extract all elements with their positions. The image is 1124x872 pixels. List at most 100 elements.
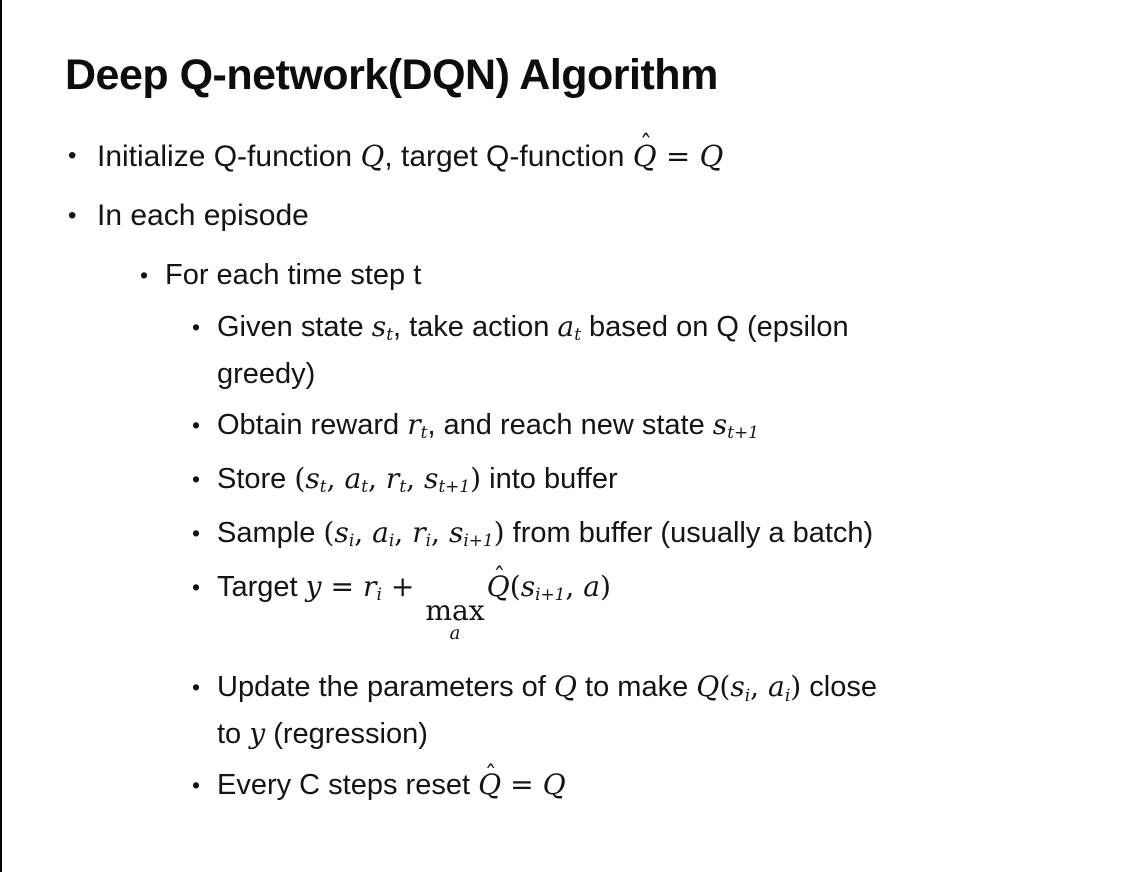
bullet-text: , and reach new state — [427, 408, 713, 441]
math-subscript: i — [348, 530, 355, 551]
math-subscript: t+1 — [438, 476, 471, 497]
math-token: ( — [719, 670, 731, 704]
math-token: = — [656, 138, 700, 173]
bullet-item: •Obtain reward rt, and reach new state s… — [2, 403, 1124, 450]
bullet-marker: • — [192, 465, 201, 492]
math-token: ) — [470, 461, 482, 495]
bullet-text: , take action — [392, 310, 558, 343]
max-under-variable: a — [449, 623, 461, 645]
math-token: si — [730, 670, 751, 705]
bullet-text: into buffer — [481, 462, 618, 495]
math-subscript: t — [386, 324, 393, 345]
math-token: , — [394, 515, 413, 549]
math-token: si+1 — [520, 569, 566, 605]
bullet-marker: • — [192, 519, 201, 546]
math-token: ai — [372, 515, 395, 551]
math-token: st+1 — [712, 407, 759, 443]
bullet-text: Given state — [217, 310, 372, 343]
math-token: + — [381, 569, 424, 603]
math-token: Q — [542, 768, 566, 802]
bullet-text: to — [217, 718, 250, 751]
bullet-text: Update the parameters of — [217, 671, 554, 704]
bullet-marker: • — [192, 573, 201, 600]
bullet-text: Sample — [217, 516, 324, 549]
math-token: at — [557, 309, 581, 345]
bullet-text: Store — [217, 462, 295, 495]
math-token: , — [326, 461, 345, 495]
math-token: , — [406, 461, 425, 495]
math-token: , — [750, 670, 769, 704]
bullet-text: greedy) — [217, 357, 316, 390]
math-subscript: i — [425, 530, 432, 551]
bullet-item: •In each episode — [2, 195, 1124, 237]
math-token: Q — [699, 138, 724, 173]
bullet-text: Target — [217, 570, 306, 603]
math-token: rt — [385, 461, 407, 497]
math-token: si+1 — [448, 515, 494, 551]
bullet-text: from buffer (usually a batch) — [504, 516, 874, 549]
bullet-text: Every C steps reset — [217, 769, 479, 802]
math-token: ) — [493, 515, 505, 549]
bullet-text: For each time step t — [165, 258, 422, 291]
math-token: ) — [790, 670, 802, 704]
math-token: ri — [363, 569, 382, 605]
bullet-text: based on Q (epsilon — [580, 310, 849, 343]
math-token: ( — [323, 515, 335, 549]
math-token: y — [305, 569, 322, 603]
bullet-text: (regression) — [265, 718, 428, 751]
math-subscript: t — [574, 324, 581, 345]
bullet-item: •Initialize Q-function Q, target Q-funct… — [2, 130, 1124, 178]
math-subscript: i — [388, 530, 395, 551]
hat-accent: ˆ — [639, 130, 653, 160]
bullet-text: , target Q-function — [384, 139, 633, 173]
math-token: , — [368, 461, 386, 495]
bullet-marker: • — [192, 772, 201, 799]
math-token: a — [583, 569, 601, 603]
math-token: , — [565, 569, 584, 603]
bullet-item: •Given state st, take action at based on… — [2, 305, 1124, 396]
math-subscript: i — [744, 684, 751, 705]
bullet-text: close — [801, 671, 877, 704]
math-token: y — [249, 717, 266, 751]
math-token: , — [431, 515, 449, 549]
bullet-marker: • — [192, 313, 201, 340]
math-token: st — [305, 461, 327, 497]
math-token: ai — [768, 670, 791, 705]
math-token: at — [344, 461, 369, 497]
math-token: Q — [553, 670, 577, 704]
bullet-marker: • — [68, 141, 77, 169]
bullet-marker: • — [192, 411, 201, 438]
bullet-item: •For each time step t — [2, 254, 1124, 296]
math-subscript: i — [376, 584, 382, 605]
bullet-marker: • — [68, 201, 77, 229]
math-token: ri — [412, 515, 432, 551]
math-token: st+1 — [424, 461, 471, 497]
slide-title: Deep Q-network(DQN) Algorithm — [65, 51, 718, 99]
math-token: ) — [600, 569, 612, 603]
math-subscript: t — [420, 422, 428, 443]
math-token: rt — [407, 407, 428, 443]
hat-accent: ˆ — [493, 562, 506, 591]
math-subscript: t — [361, 476, 369, 497]
bullet-item: •Store (st, at, rt, st+1) into buffer — [2, 457, 1124, 504]
math-subscript: t+1 — [727, 422, 759, 443]
math-token: ( — [509, 569, 521, 603]
math-token: Q — [696, 670, 720, 704]
math-token: , — [354, 515, 373, 549]
bullet-text: to make — [576, 671, 697, 704]
max-label: max — [425, 594, 485, 628]
math-token: si — [334, 515, 355, 551]
math-subscript: i+1 — [463, 530, 494, 551]
math-subscript: i — [784, 684, 791, 705]
math-subscript: t — [399, 476, 407, 497]
math-token: = — [501, 768, 543, 802]
math-subscript: i+1 — [535, 584, 566, 605]
math-token: Q — [360, 138, 385, 173]
